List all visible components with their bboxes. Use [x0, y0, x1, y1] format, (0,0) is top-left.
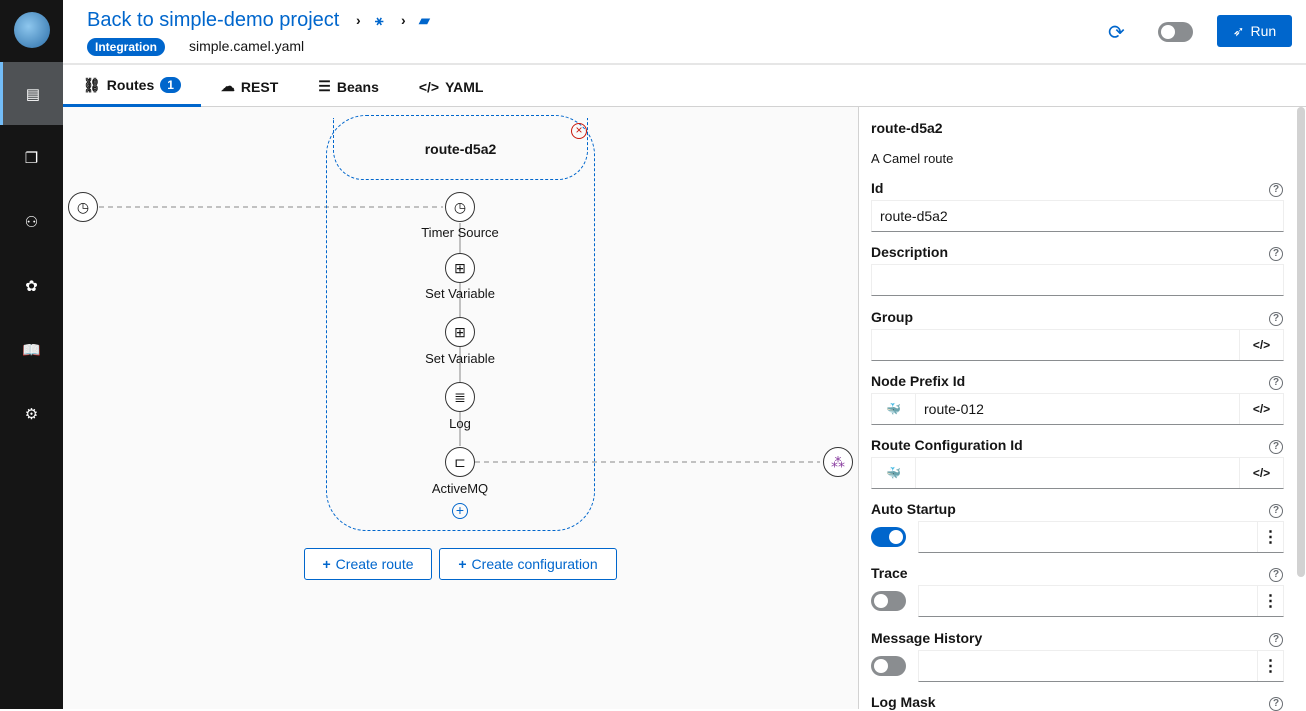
help-icon[interactable]: ? [1269, 440, 1283, 454]
integration-icon[interactable]: ⚹ [375, 12, 384, 28]
tab-rest[interactable]: ☁REST [220, 78, 279, 95]
description-input[interactable] [871, 264, 1284, 296]
kebab-menu-icon[interactable]: ⋮ [1257, 522, 1283, 552]
cloud-icon: ☁ [220, 78, 235, 94]
folder-icon[interactable]: ▰ [419, 12, 430, 28]
sliders-icon: ☰ [318, 78, 331, 94]
message-history-input[interactable]: ⋮ [918, 650, 1284, 682]
route-container[interactable] [326, 115, 595, 531]
sidebar-item-integrations[interactable]: ⚇ [24, 213, 39, 231]
field-label: Id [871, 180, 884, 196]
sidebar: ▤ ❐ ⚇ ✿ 📖 ⚙ [0, 0, 63, 709]
panel-title: route-d5a2 [871, 120, 943, 136]
code-icon: </> [418, 78, 440, 95]
timer-icon[interactable]: ◷ [68, 192, 98, 222]
docker-icon[interactable]: 🐳 [872, 394, 916, 424]
help-icon[interactable]: ? [1269, 247, 1283, 261]
trace-toggle[interactable] [871, 591, 906, 611]
routes-count-badge: 1 [160, 77, 181, 93]
field-label: Message History [871, 630, 983, 646]
step-label: Set Variable [425, 286, 495, 301]
chevron-right-icon: › [356, 12, 361, 28]
field-label: Node Prefix Id [871, 373, 966, 389]
trace-input[interactable]: ⋮ [918, 585, 1284, 617]
step-activemq[interactable]: ⊏ [445, 447, 475, 477]
help-icon[interactable]: ? [1269, 568, 1283, 582]
help-icon[interactable]: ? [1269, 504, 1283, 518]
kebab-menu-icon[interactable]: ⋮ [1257, 651, 1283, 681]
field-label: Trace [871, 565, 908, 581]
auto-startup-toggle[interactable] [871, 527, 906, 547]
node-prefix-input[interactable]: 🐳route-012</> [871, 393, 1284, 425]
delete-route-icon[interactable]: × [571, 123, 587, 139]
tab-beans[interactable]: ☰Beans [318, 78, 379, 95]
field-label: Route Configuration Id [871, 437, 1023, 453]
step-label: Set Variable [425, 351, 495, 366]
docker-icon[interactable]: 🐳 [872, 458, 916, 488]
type-badge: Integration [87, 38, 165, 56]
sidebar-item-library[interactable]: ❐ [24, 149, 39, 167]
field-label: Log Mask [871, 694, 936, 710]
route-canvas[interactable]: route-d5a2 × ◷ ◷ Timer Source ⊞ Set Vari… [63, 107, 858, 709]
sidebar-item-settings[interactable]: ⚙ [24, 405, 39, 423]
help-icon[interactable]: ? [1269, 376, 1283, 390]
expression-toggle-icon[interactable]: </> [1239, 458, 1283, 488]
field-label: Description [871, 244, 949, 260]
group-input[interactable]: </> [871, 329, 1284, 361]
step-set-variable[interactable]: ⊞ [445, 317, 475, 347]
expression-toggle-icon[interactable]: </> [1239, 394, 1283, 424]
activemq-endpoint-icon[interactable]: ⁂ [823, 447, 853, 477]
rocket-icon: ➶ [1232, 22, 1245, 39]
id-input[interactable]: route-d5a2 [871, 200, 1284, 232]
back-to-project-link[interactable]: Back to simple-demo project [87, 9, 340, 31]
route-configuration-input[interactable]: 🐳 </> [871, 457, 1284, 489]
message-history-toggle[interactable] [871, 656, 906, 676]
auto-startup-input[interactable]: ⋮ [918, 521, 1284, 553]
header: Back to simple-demo project › ⚹ › ▰ Inte… [63, 0, 1306, 65]
sidebar-item-components[interactable]: ✿ [25, 277, 38, 295]
sidebar-item-design[interactable]: ▤ [0, 62, 63, 125]
create-route-button[interactable]: +Create route [304, 548, 432, 580]
expression-toggle-icon[interactable]: </> [1239, 330, 1283, 360]
field-label: Group [871, 309, 913, 325]
route-header[interactable]: route-d5a2 [333, 118, 588, 180]
step-label: Timer Source [421, 225, 499, 240]
add-step-icon[interactable]: + [452, 503, 468, 519]
sidebar-item-docs[interactable]: 📖 [22, 341, 41, 359]
chevron-right-icon: › [401, 12, 406, 28]
app-logo [14, 12, 50, 48]
step-set-variable[interactable]: ⊞ [445, 253, 475, 283]
properties-panel: route-d5a2 A Camel route Id ? route-d5a2… [858, 107, 1306, 711]
step-log[interactable]: ≣ [445, 382, 475, 412]
step-timer-source[interactable]: ◷ [445, 192, 475, 222]
panel-description: A Camel route [871, 151, 954, 166]
field-label: Auto Startup [871, 501, 956, 517]
scrollbar[interactable] [1297, 107, 1305, 577]
step-label: Log [449, 416, 471, 431]
help-icon[interactable]: ? [1269, 183, 1283, 197]
run-button[interactable]: ➶Run [1217, 15, 1292, 47]
create-configuration-button[interactable]: +Create configuration [439, 548, 617, 580]
routes-icon: ⛓ [83, 76, 101, 93]
step-label: ActiveMQ [431, 481, 489, 496]
tab-yaml[interactable]: </>YAML [418, 78, 484, 95]
help-icon[interactable]: ? [1269, 312, 1283, 326]
toggle-switch[interactable] [1158, 22, 1193, 42]
help-icon[interactable]: ? [1269, 633, 1283, 647]
refresh-icon[interactable]: ⟳ [1108, 22, 1125, 44]
file-name: simple.camel.yaml [189, 38, 305, 54]
kebab-menu-icon[interactable]: ⋮ [1257, 586, 1283, 616]
